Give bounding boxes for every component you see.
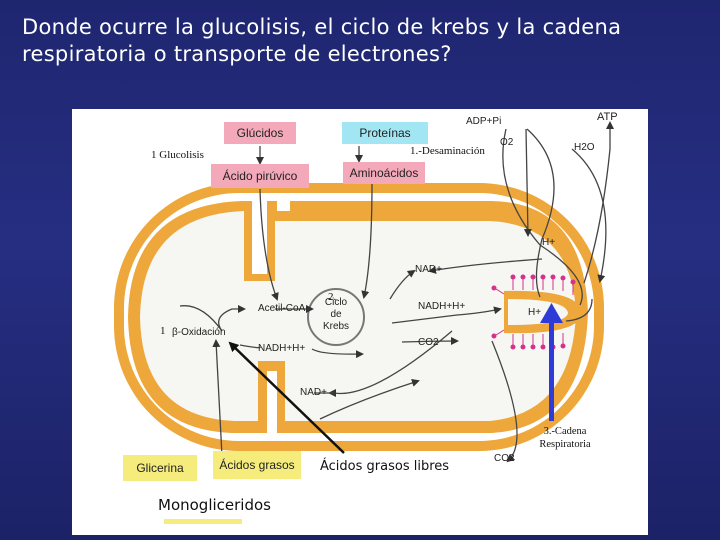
glicerina-box: Glicerina	[123, 455, 197, 481]
adp-pi-label: ADP+Pi	[466, 116, 502, 127]
o2-label: O2	[500, 137, 514, 148]
desaminacion-annotation: 1.-Desaminación	[410, 145, 485, 157]
pathway-arrows	[179, 121, 614, 463]
nadh-left-label: NADH+H+	[258, 343, 306, 354]
co2-inner-label: CO2	[418, 337, 439, 348]
glucidos-box: Glúcidos	[224, 122, 296, 144]
acidos-grasos-box: Ácidos grasos	[213, 451, 301, 479]
step-2-annotation: 2.	[328, 291, 337, 303]
respiratory-chain-pointer	[540, 303, 563, 421]
b-oxidacion-label: β-Oxidación	[172, 327, 226, 338]
acidos-grasos-libres-label: Ácidos grasos libres	[320, 459, 450, 474]
glucolisis-annotation: 1 Glucolisis	[151, 149, 204, 161]
annotation-arrows	[228, 341, 345, 454]
h-plus-membrane-label: H+	[528, 307, 542, 318]
nadh-right-label: NADH+H+	[418, 301, 466, 312]
step-1-left-annotation: 1	[160, 325, 166, 337]
h-plus-top-label: H+	[542, 237, 556, 248]
acetil-coa-label: Acetil-CoA	[258, 303, 306, 314]
nad-bottom-label: NAD+	[300, 387, 327, 398]
aminoacidos-box: Aminoácidos	[343, 162, 425, 184]
diagram-drawing	[114, 121, 614, 463]
h2o-label: H2O	[574, 142, 595, 153]
atp-synthase-particles	[491, 274, 576, 350]
acido-piruvico-box: Ácido pirúvico	[211, 164, 309, 188]
slide-title: Donde ocurre la glucolisis, el ciclo de …	[22, 15, 622, 66]
proteinas-box: Proteínas	[342, 122, 428, 144]
monogliceridos-label: Monogliceridos	[158, 496, 271, 514]
cadena-respiratoria-annotation: 3.-Cadena Respiratoria	[539, 426, 591, 450]
ciclo-krebs-label: Ciclo de Krebs	[322, 297, 350, 332]
krebs-cycle-circle	[307, 288, 365, 346]
monogliceridos-highlight	[164, 519, 242, 524]
atp-label: ATP	[597, 111, 618, 123]
mitochondrial-matrix	[140, 211, 576, 421]
nad-top-label: NAD+	[415, 264, 442, 275]
metabolism-diagram: Glúcidos Proteínas Ácido pirúvico Aminoá…	[72, 109, 648, 535]
co2-outer-label: CO2	[494, 453, 515, 464]
